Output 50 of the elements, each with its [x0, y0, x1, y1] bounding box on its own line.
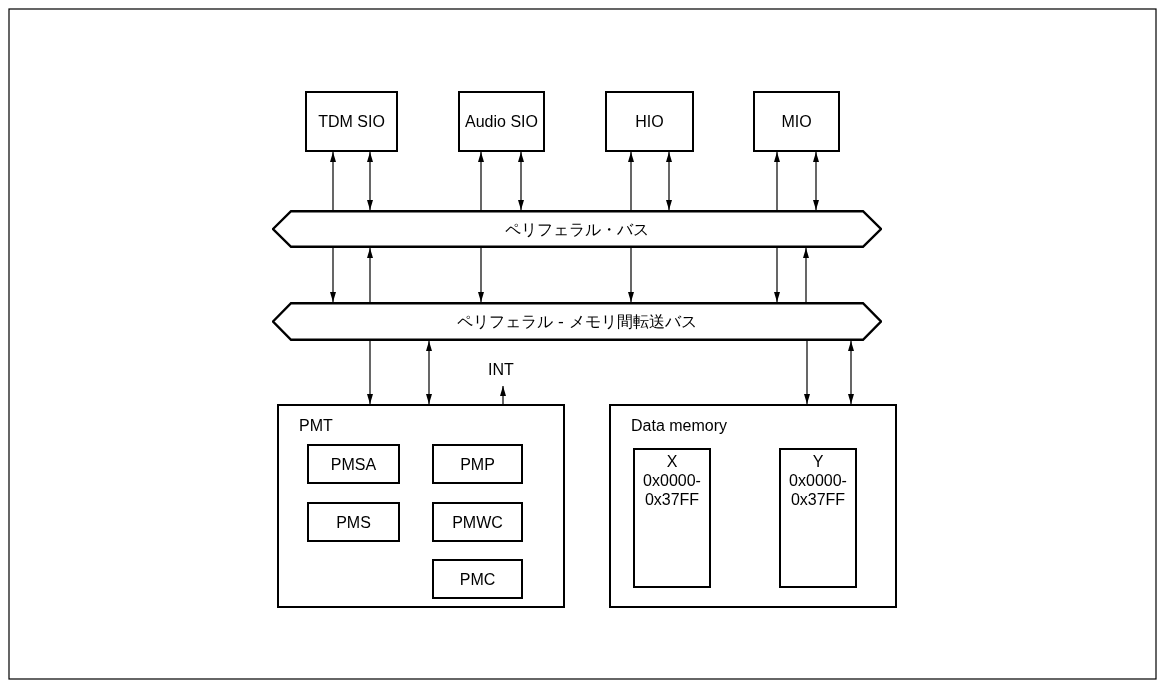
module-label: 0x0000- 0x37FF	[788, 471, 848, 509]
module-box	[307, 502, 400, 542]
arrow	[803, 247, 809, 303]
arrow	[426, 340, 432, 405]
module-label: PMS	[336, 512, 371, 532]
arrow	[848, 340, 854, 405]
module-label: MIO	[781, 112, 812, 131]
memory-bank-box	[633, 448, 711, 588]
signal-label: INT	[488, 360, 514, 379]
arrow	[774, 151, 780, 211]
arrow	[330, 247, 336, 303]
arrow	[367, 151, 373, 211]
module-box	[432, 444, 523, 484]
arrow	[666, 151, 672, 211]
block-box	[609, 404, 897, 608]
module-label: Y	[811, 452, 825, 471]
block-box	[277, 404, 565, 608]
module-box	[753, 91, 840, 152]
arrow	[518, 151, 524, 211]
block-title: PMT	[299, 416, 333, 435]
module-label: TDM SIO	[318, 112, 385, 131]
module-box	[307, 444, 400, 484]
arrow	[804, 340, 810, 405]
arrow	[478, 151, 484, 211]
module-label: PMP	[460, 454, 495, 474]
arrow	[628, 151, 634, 211]
module-label: PMC	[459, 569, 496, 589]
arrow	[367, 247, 373, 303]
module-label: Audio SIO	[465, 112, 538, 131]
arrow	[367, 340, 373, 405]
module-label: PMSA	[330, 454, 377, 474]
module-box	[605, 91, 694, 152]
arrow	[330, 151, 336, 211]
module-box	[432, 502, 523, 542]
module-label: 0x0000- 0x37FF	[642, 471, 702, 509]
arrow	[478, 247, 484, 303]
module-label: X	[665, 452, 679, 471]
module-box	[432, 559, 523, 599]
module-box	[305, 91, 398, 152]
arrow	[774, 247, 780, 303]
bus-label: ペリフェラル - メモリ間転送バス	[457, 312, 697, 331]
arrow	[813, 151, 819, 211]
arrow	[500, 385, 506, 405]
memory-bank-box	[779, 448, 857, 588]
arrow	[628, 247, 634, 303]
module-label: HIO	[635, 112, 664, 131]
block-title: Data memory	[631, 416, 728, 435]
bus-label: ペリフェラル・バス	[505, 219, 649, 239]
module-label: PMWC	[452, 512, 503, 532]
module-box	[458, 91, 545, 152]
